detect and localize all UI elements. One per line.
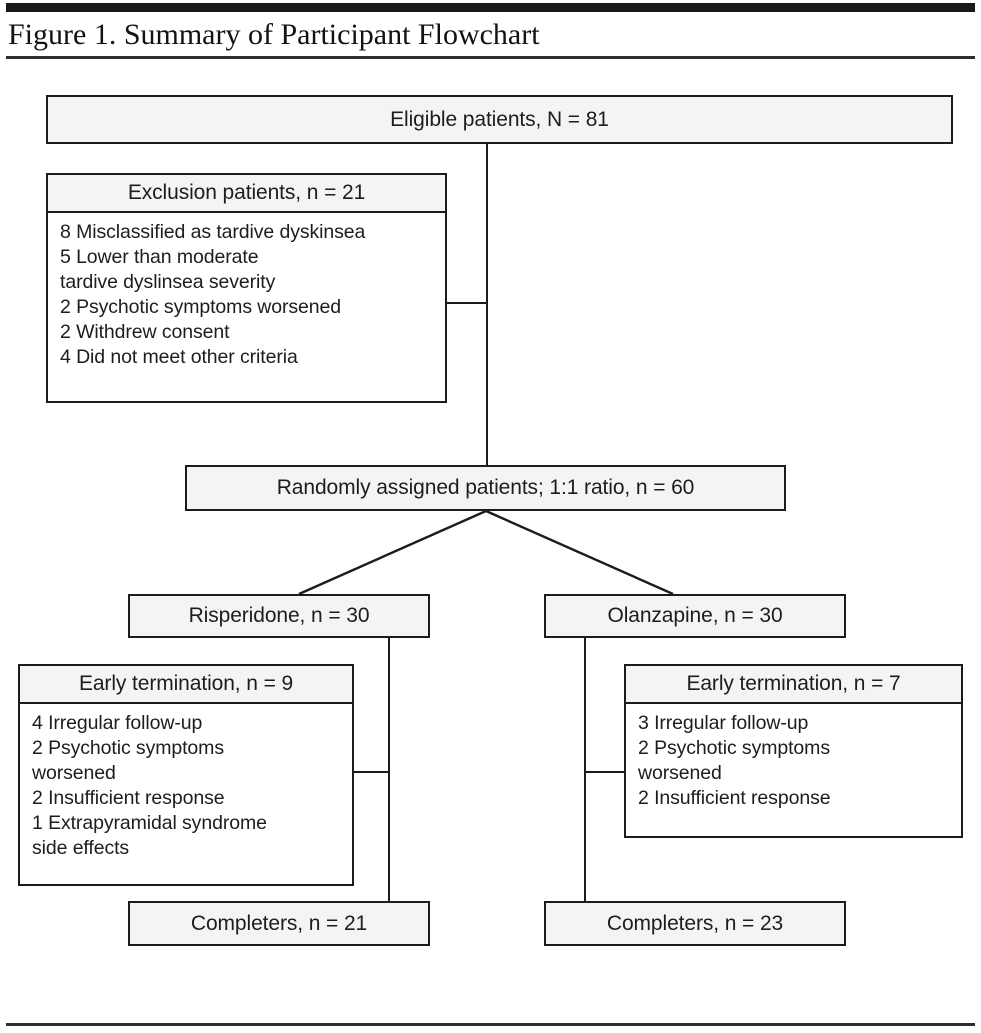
node-completers-left-label: Completers, n = 21: [190, 911, 368, 935]
node-exclusion-patients[interactable]: Exclusion patients, n = 21 8 Misclassifi…: [46, 173, 447, 403]
early-termination-reason: 3 Irregular follow-up: [638, 712, 809, 734]
connector-eligible-to-randomized: [486, 144, 488, 467]
top-rule: [6, 3, 975, 12]
node-early-termination-right[interactable]: Early termination, n = 7 3 Irregular fol…: [624, 664, 963, 838]
node-completers-right-label: Completers, n = 23: [606, 911, 784, 935]
node-eligible-patients[interactable]: Eligible patients, N = 81: [46, 95, 953, 144]
node-olanzapine[interactable]: Olanzapine, n = 30: [544, 594, 846, 638]
figure-title: Figure 1. Summary of Participant Flowcha…: [8, 18, 540, 51]
connector-olanzapine-trunk: [584, 638, 586, 903]
node-risperidone-label: Risperidone, n = 30: [188, 604, 370, 627]
node-olanzapine-label: Olanzapine, n = 30: [607, 604, 783, 627]
exclusion-reason: 2 Psychotic symptoms worsened: [60, 296, 342, 318]
node-early-termination-right-header: Early termination, n = 7: [626, 666, 961, 704]
early-termination-reason: 2 Psychotic symptoms: [638, 737, 830, 759]
early-termination-reason: 2 Insufficient response: [32, 787, 225, 809]
early-termination-reason-continuation: worsened: [32, 762, 116, 784]
node-completers-left[interactable]: Completers, n = 21: [128, 901, 430, 946]
connector-risperidone-to-early-termination: [352, 771, 390, 773]
early-termination-reason-continuation: side effects: [32, 837, 130, 859]
connector-olanzapine-to-early-termination: [584, 771, 626, 773]
early-termination-reason: 2 Psychotic symptoms: [32, 737, 224, 759]
exclusion-reason-continuation: tardive dyslinsea severity: [60, 271, 276, 293]
early-termination-reason-continuation: worsened: [638, 762, 722, 784]
title-divider-rule: [6, 56, 975, 59]
early-termination-reason: 1 Extrapyramidal syndrome: [32, 812, 267, 834]
node-early-termination-right-body: 3 Irregular follow-up 2 Psychotic sympto…: [626, 704, 961, 819]
node-early-termination-left[interactable]: Early termination, n = 9 4 Irregular fol…: [18, 664, 354, 886]
node-eligible-patients-label: Eligible patients, N = 81: [390, 107, 609, 131]
exclusion-reason: 2 Withdrew consent: [60, 321, 230, 343]
node-early-termination-left-header: Early termination, n = 9: [20, 666, 352, 704]
node-completers-right[interactable]: Completers, n = 23: [544, 901, 846, 946]
bottom-divider-rule: [6, 1023, 975, 1026]
node-randomly-assigned[interactable]: Randomly assigned patients; 1:1 ratio, n…: [185, 465, 786, 511]
node-exclusion-patients-body: 8 Misclassified as tardive dyskinsea 5 L…: [48, 213, 445, 378]
early-termination-reason: 4 Irregular follow-up: [32, 712, 203, 734]
connector-trunk-to-exclusion: [446, 302, 488, 304]
node-risperidone[interactable]: Risperidone, n = 30: [128, 594, 430, 638]
node-early-termination-left-body: 4 Irregular follow-up 2 Psychotic sympto…: [20, 704, 352, 869]
exclusion-reason: 5 Lower than moderate: [60, 246, 259, 268]
exclusion-reason: 8 Misclassified as tardive dyskinsea: [60, 221, 366, 243]
connector-risperidone-trunk: [388, 638, 390, 903]
node-randomly-assigned-label: Randomly assigned patients; 1:1 ratio, n…: [276, 476, 695, 499]
exclusion-reason: 4 Did not meet other criteria: [60, 346, 298, 368]
early-termination-reason: 2 Insufficient response: [638, 787, 831, 809]
node-exclusion-patients-header: Exclusion patients, n = 21: [48, 175, 445, 213]
